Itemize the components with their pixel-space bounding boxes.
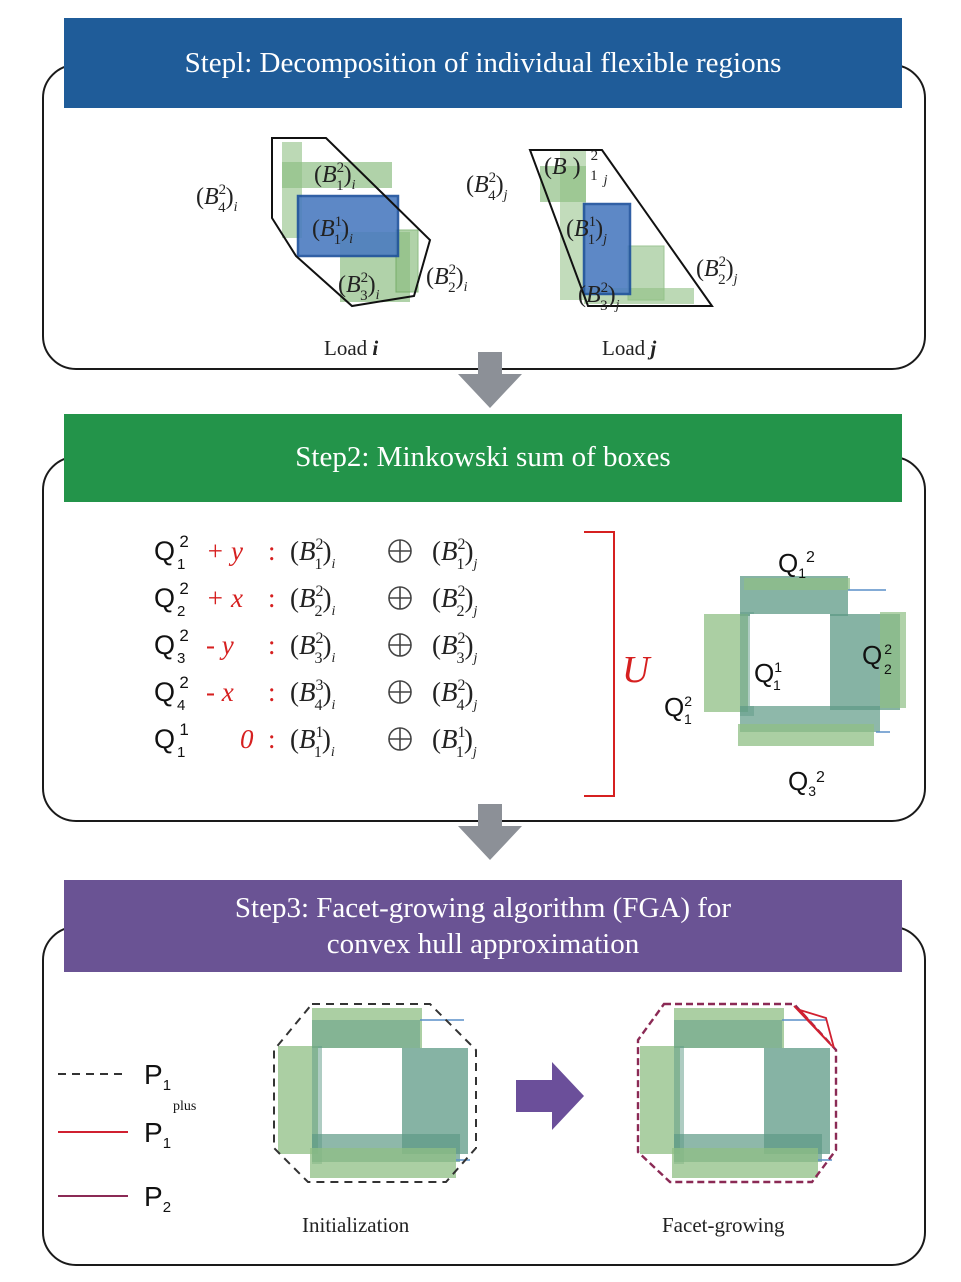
equation-colon: :	[268, 630, 276, 660]
p2-facet-outline	[636, 1002, 838, 1184]
step3-banner: Step3: Facet-growing algorithm (FGA) for…	[64, 880, 902, 972]
step1-banner: Stepl: Decomposition of individual flexi…	[64, 18, 902, 108]
p1-init-outline	[273, 1003, 477, 1183]
box-b1-2-j	[560, 150, 586, 300]
equation-direction: + x	[206, 583, 243, 613]
step1-title: Stepl: Decomposition of individual flexi…	[184, 47, 782, 79]
flexible-region-j	[528, 149, 714, 307]
load-j-caption: Load j	[602, 336, 656, 360]
q1-center	[750, 614, 830, 706]
equation-colon: :	[268, 536, 276, 566]
equation-colon: :	[268, 677, 276, 707]
caption-initialization: Initialization	[302, 1213, 410, 1237]
step2-title: Step2: Minkowski sum of boxes	[295, 441, 671, 473]
equation-direction: + y	[206, 536, 243, 566]
load-j-diagram	[528, 149, 714, 307]
union-bracket	[584, 531, 615, 797]
box-b1-1-j	[582, 202, 632, 296]
q-label-top: Q12	[778, 548, 815, 581]
initialization-diagram	[273, 1003, 477, 1183]
equation-direction: - y	[206, 630, 234, 660]
step2-banner: Step2: Minkowski sum of boxes	[64, 414, 902, 502]
legend-p1plus-label: P1plus	[144, 1099, 196, 1152]
equation-direction: - x	[206, 677, 234, 707]
load-i-caption: Load i	[324, 336, 378, 360]
step3-title-line2: convex hull approximation	[326, 928, 640, 960]
step3-title-line1: Step3: Facet-growing algorithm (FGA) for	[234, 892, 732, 924]
down-arrow-2	[458, 804, 522, 860]
flexible-region-i	[271, 137, 432, 308]
step3-figure: P1 P1plus P2 Initialization Facet	[58, 1002, 838, 1237]
legend-p1-label: P1	[144, 1059, 171, 1094]
legend-p2-label: P2	[144, 1181, 171, 1216]
p1plus-facet-lines	[793, 1005, 835, 1049]
caption-facet-growing: Facet-growing	[662, 1213, 785, 1237]
facet-growing-diagram	[636, 1002, 838, 1184]
q2-box-right-light	[880, 612, 906, 708]
equation-direction: 0	[240, 724, 254, 754]
q-box-diagram	[704, 576, 906, 746]
box-b1-1-i	[296, 194, 400, 258]
union-symbol: U	[622, 649, 652, 691]
purple-arrow	[516, 1062, 584, 1130]
load-i-diagram	[271, 137, 432, 308]
q2-box-top-light	[744, 578, 850, 590]
equation-colon: :	[268, 724, 276, 754]
step1-panel	[42, 64, 926, 370]
legend: P1 P1plus P2	[58, 1059, 196, 1216]
q-label-bottom: Q32	[788, 766, 825, 799]
q2-box-bottom-light	[738, 724, 874, 746]
equation-colon: :	[268, 583, 276, 613]
box-b2-2-i	[395, 229, 419, 293]
down-arrow-1	[458, 352, 522, 408]
